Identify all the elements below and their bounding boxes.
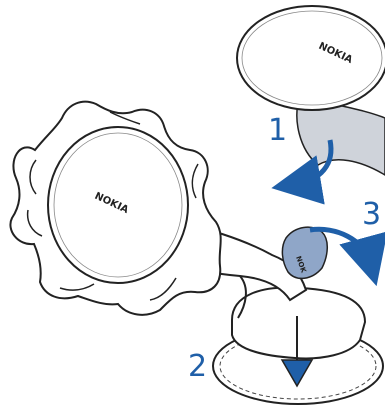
step-number-2: 2 (188, 349, 208, 384)
base-body (231, 286, 367, 360)
holder-cradle-disc (47, 126, 189, 284)
arrow-step-1 (271, 139, 334, 205)
arrow-step-3 (309, 226, 385, 287)
locking-lever: NOK (281, 226, 328, 280)
step-number-1: 1 (268, 113, 288, 148)
arrow-step-2-head (280, 359, 314, 388)
step-number-3: 3 (362, 197, 382, 232)
disc-plate (236, 5, 385, 111)
adhesive-disc: NOKIA (236, 5, 385, 176)
phone-holder: NOKIA (9, 100, 222, 316)
suction-base (212, 286, 384, 405)
